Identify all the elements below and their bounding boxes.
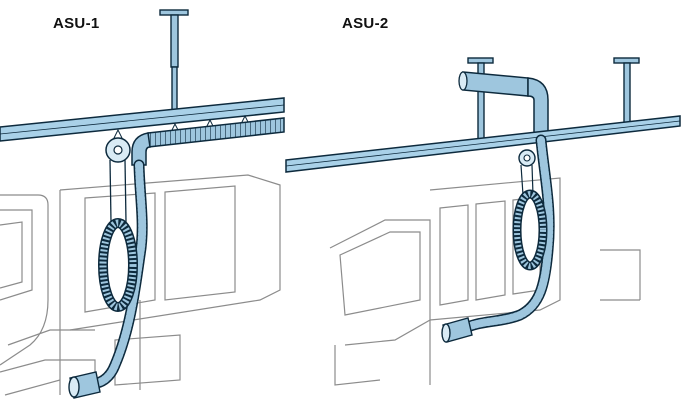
panel-label-asu-2: ASU-2 bbox=[342, 15, 389, 32]
exhaust-nozzle-2 bbox=[441, 317, 473, 343]
ceiling-pole-1 bbox=[159, 9, 189, 112]
overhead-duct-2 bbox=[458, 71, 549, 141]
ceiling-pole-2b bbox=[613, 57, 640, 126]
hanging-hose-1 bbox=[84, 159, 148, 389]
vehicle-outline-2 bbox=[329, 177, 641, 386]
balancer-reel-2 bbox=[518, 149, 536, 196]
panel-asu-1 bbox=[0, 9, 285, 399]
rail-1 bbox=[0, 97, 285, 142]
vehicle-outline-1 bbox=[0, 174, 281, 396]
hose-along-rail-1 bbox=[131, 117, 285, 166]
rail-2 bbox=[285, 115, 681, 173]
panel-asu-2 bbox=[285, 57, 681, 386]
exhaust-nozzle-1 bbox=[68, 371, 101, 399]
balancer-reel-1 bbox=[105, 137, 131, 223]
hanging-hose-2 bbox=[456, 134, 555, 336]
panel-label-asu-1: ASU-1 bbox=[53, 15, 100, 32]
ceiling-pole-2a bbox=[467, 57, 494, 144]
